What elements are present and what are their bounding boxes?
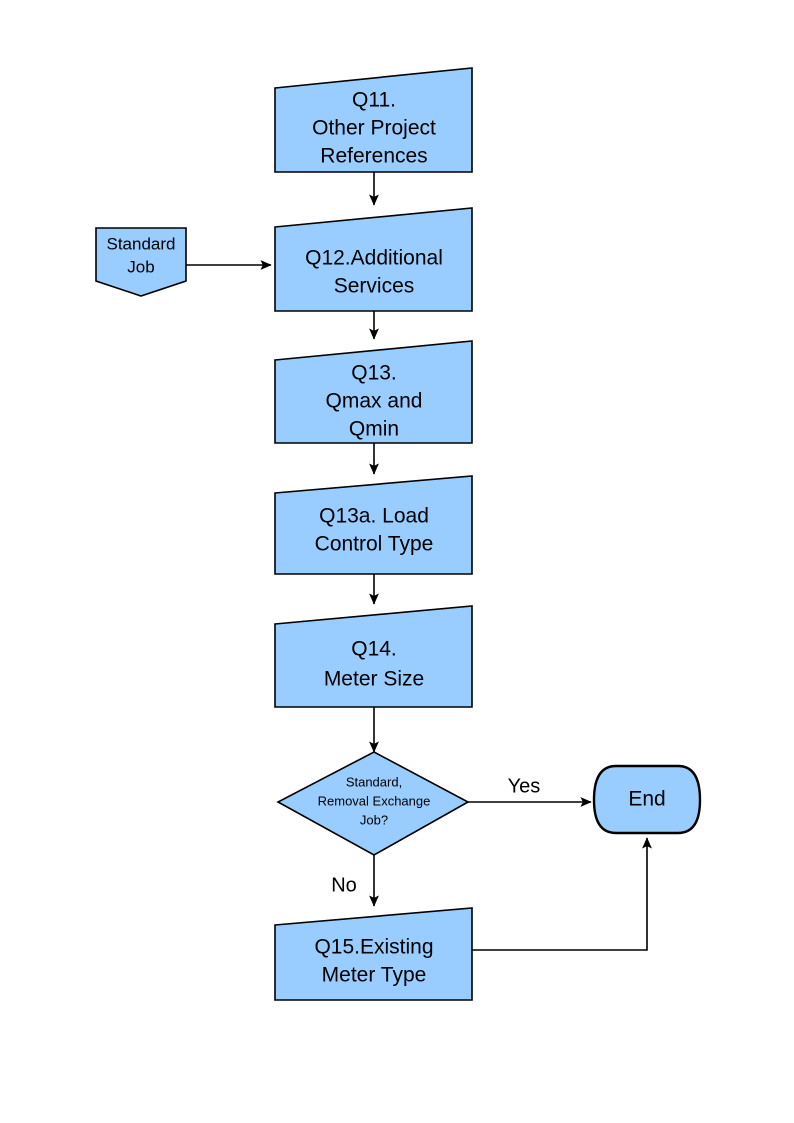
q11-line3: References [320,145,427,168]
end-shape [592,764,702,835]
node-standard-job[interactable]: Standard Job [95,227,187,297]
decision-line2: Removal Exchange [318,793,431,808]
standard-job-line2: Job [127,257,154,276]
node-q13a[interactable]: Q13a. Load Control Type [274,475,473,575]
node-q12[interactable]: Q12.Additional Services [274,207,473,312]
q13-line1: Q13. [351,362,397,385]
q13a-shape [274,475,473,575]
decision-line3: Job? [360,812,388,827]
node-q14[interactable]: Q14. Meter Size [274,605,473,708]
node-q13[interactable]: Q13. Qmax and Qmin [274,340,473,444]
standard-job-line1: Standard [107,234,176,253]
connectors-layer [186,172,652,951]
q14-shape [274,605,473,708]
q12-shape [274,207,473,312]
node-q15[interactable]: Q15.Existing Meter Type [274,907,473,1001]
q14-line1: Q14. [351,638,397,661]
q11-shape [274,67,473,173]
q12-line1: Q12.Additional [305,247,443,270]
q13a-line1: Q13a. Load [319,505,429,528]
node-decision[interactable]: Standard, Removal Exchange Job? [276,751,470,856]
node-end[interactable]: End [592,764,702,835]
q11-line2: Other Project [312,117,436,140]
q14-line2: Meter Size [324,668,424,691]
q15-shape [274,907,473,1001]
q12-line2: Services [334,275,415,298]
node-q11[interactable]: Q11. Other Project References [274,67,473,173]
q11-line1: Q11. [352,89,396,112]
edge-label-yes: Yes [508,775,541,797]
q13a-line2: Control Type [315,533,434,556]
end-label: End [628,788,665,811]
q13-shape [274,340,473,444]
q15-line1: Q15.Existing [314,936,433,959]
q13-line3: Qmin [349,418,399,441]
decision-shape [276,751,470,856]
q13-line2: Qmax and [326,390,423,413]
edge-label-no: No [331,874,357,896]
q15-line2: Meter Type [322,964,427,987]
connector-q15-to-end [472,837,652,951]
standard-job-shape [95,227,187,297]
decision-line1: Standard, [346,774,402,789]
